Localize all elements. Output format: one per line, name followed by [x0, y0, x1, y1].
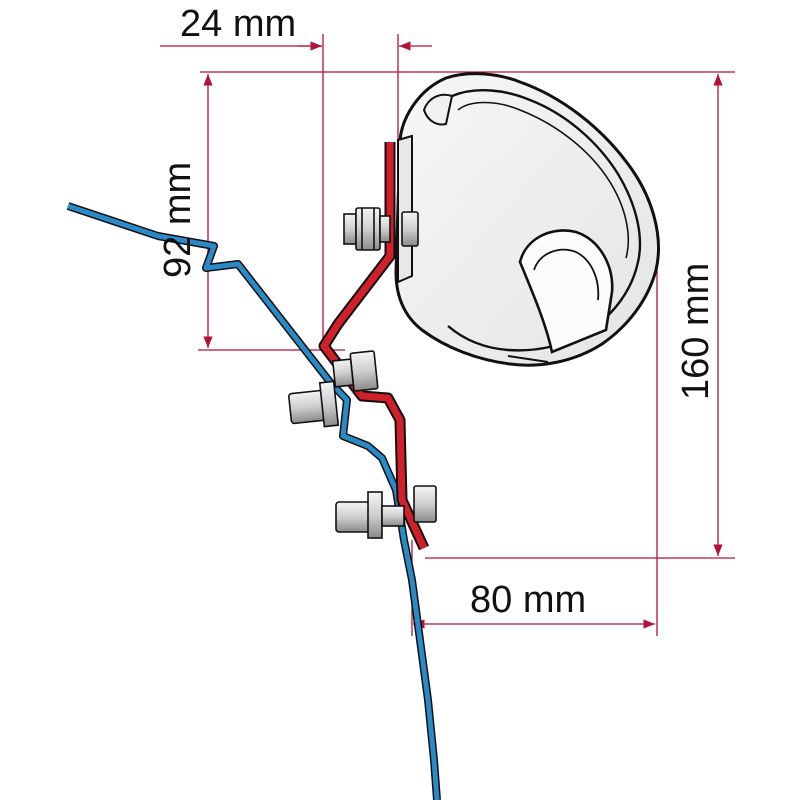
cassette-roller-opening	[518, 229, 614, 354]
cassette-inner-contour	[447, 89, 642, 352]
cassette-end-cap	[422, 93, 454, 126]
dim-label-24mm: 24 mm	[180, 3, 296, 45]
adapter-bracket	[318, 142, 429, 551]
dimension-lines	[160, 34, 735, 636]
dim-label-92mm: 92 mm	[157, 162, 199, 278]
awning-cassette	[394, 72, 660, 367]
upper-wall-bolt	[288, 350, 379, 428]
lower-wall-bolt	[335, 485, 437, 539]
dim-label-80mm: 80 mm	[470, 579, 586, 621]
cassette-bolt	[343, 207, 419, 251]
van-wall-profile	[66, 202, 441, 800]
cassette-highlight-line	[457, 101, 630, 259]
cassette-base-edge	[507, 355, 549, 363]
cassette-roller-edge	[533, 248, 600, 301]
cassette-mount-rail	[397, 134, 413, 284]
dim-label-160mm: 160 mm	[675, 263, 717, 400]
